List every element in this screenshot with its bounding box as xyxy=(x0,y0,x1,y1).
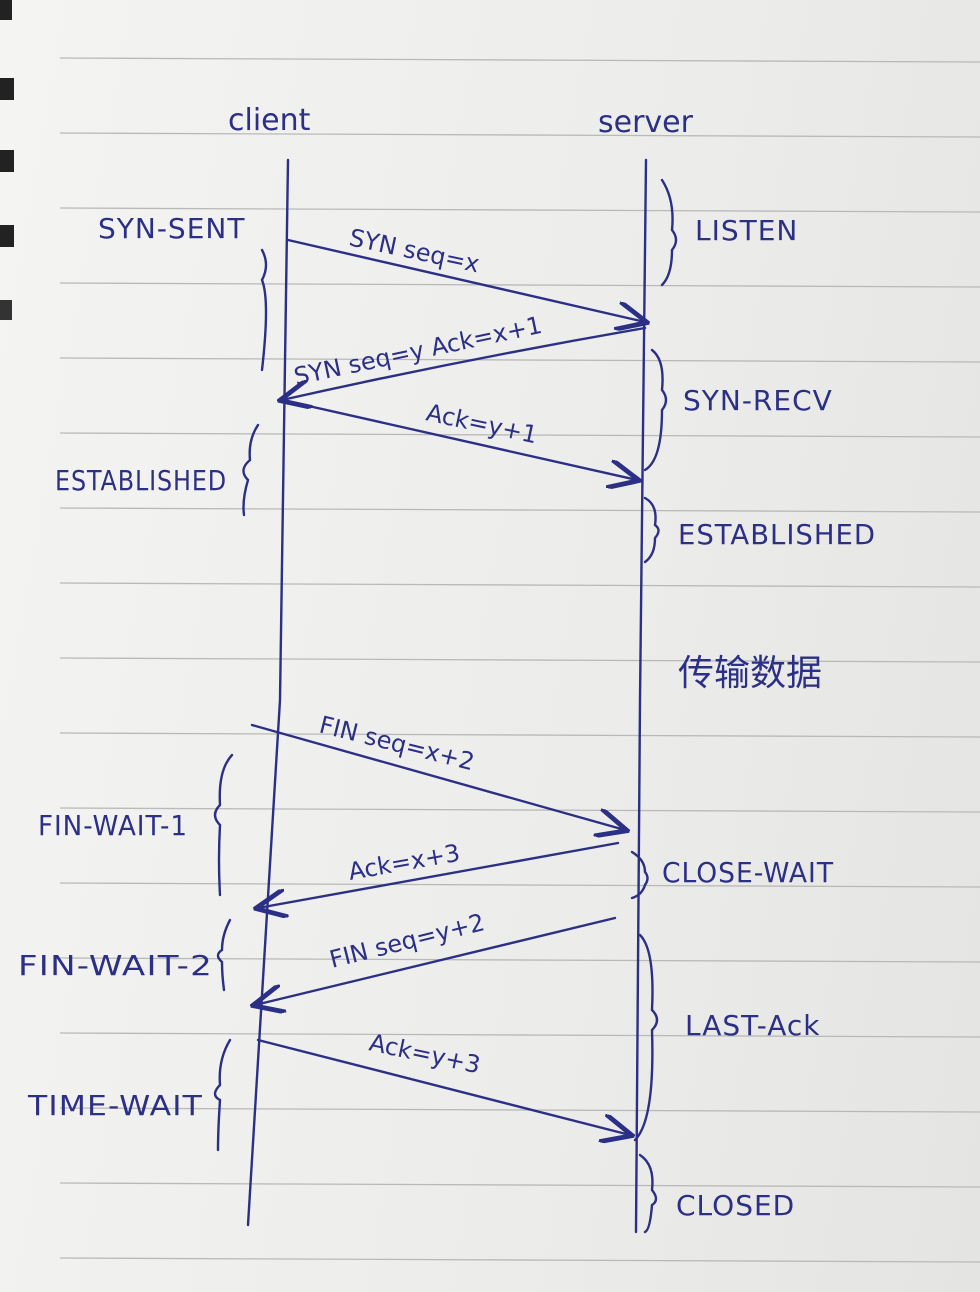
ruled-line xyxy=(59,132,980,138)
server-state-syn-recv: SYN-RECV xyxy=(683,384,833,417)
arrow-syn-ack xyxy=(282,326,647,400)
arrow-ack-server xyxy=(258,841,620,908)
server-state-closed: CLOSED xyxy=(676,1189,795,1222)
message-label: SYN seq=y Ack=x+1 xyxy=(291,311,544,391)
ruled-line xyxy=(59,582,980,588)
server-state-close-wait: CLOSE-WAIT xyxy=(662,856,834,889)
ruled-line xyxy=(59,282,980,288)
client-state-established: ESTABLISHED xyxy=(55,464,227,497)
client-state-time-wait: TIME-WAIT xyxy=(27,1089,203,1122)
client-header: client xyxy=(228,103,311,138)
ruled-line xyxy=(59,1107,980,1113)
arrow-fin-client xyxy=(250,723,625,830)
state-braces xyxy=(213,178,678,1234)
binding-holes xyxy=(0,0,14,320)
server-state-established: ESTABLISHED xyxy=(678,518,876,551)
server-lifeline xyxy=(634,158,648,1234)
ruled-line xyxy=(59,432,980,438)
server-state-listen: LISTEN xyxy=(695,214,798,247)
arrow-fin-server xyxy=(255,916,617,1005)
data-transfer-note: 传输数据 xyxy=(678,653,822,694)
ruled-line xyxy=(59,357,980,363)
ruled-line xyxy=(59,732,980,738)
ruled-line xyxy=(59,57,980,63)
client-lifeline xyxy=(246,158,290,1227)
message-label: Ack=x+3 xyxy=(346,839,462,886)
ruled-line xyxy=(59,207,980,213)
ruled-line xyxy=(59,1182,980,1188)
client-state-fin-wait-1: FIN-WAIT-1 xyxy=(38,809,188,842)
message-label: FIN seq=y+2 xyxy=(327,908,488,974)
arrow-ack xyxy=(280,398,637,480)
client-state-fin-wait-2: FIN-WAIT-2 xyxy=(18,949,213,982)
ruled-line xyxy=(59,1257,980,1263)
ruled-line xyxy=(59,882,980,888)
ruled-line xyxy=(59,1032,980,1038)
ruled-line xyxy=(59,807,980,813)
arrow-final-ack xyxy=(256,1038,630,1135)
ruled-line xyxy=(59,657,980,663)
arrow-syn xyxy=(286,238,645,322)
message-label: Ack=y+1 xyxy=(424,398,540,449)
ruled-line xyxy=(59,507,980,513)
client-state-syn-sent: SYN-SENT xyxy=(98,212,245,245)
ruled-lines xyxy=(59,57,980,1263)
server-header: server xyxy=(598,105,694,140)
server-state-last-ack: LAST-Ack xyxy=(685,1009,820,1042)
ruled-line xyxy=(59,957,980,963)
